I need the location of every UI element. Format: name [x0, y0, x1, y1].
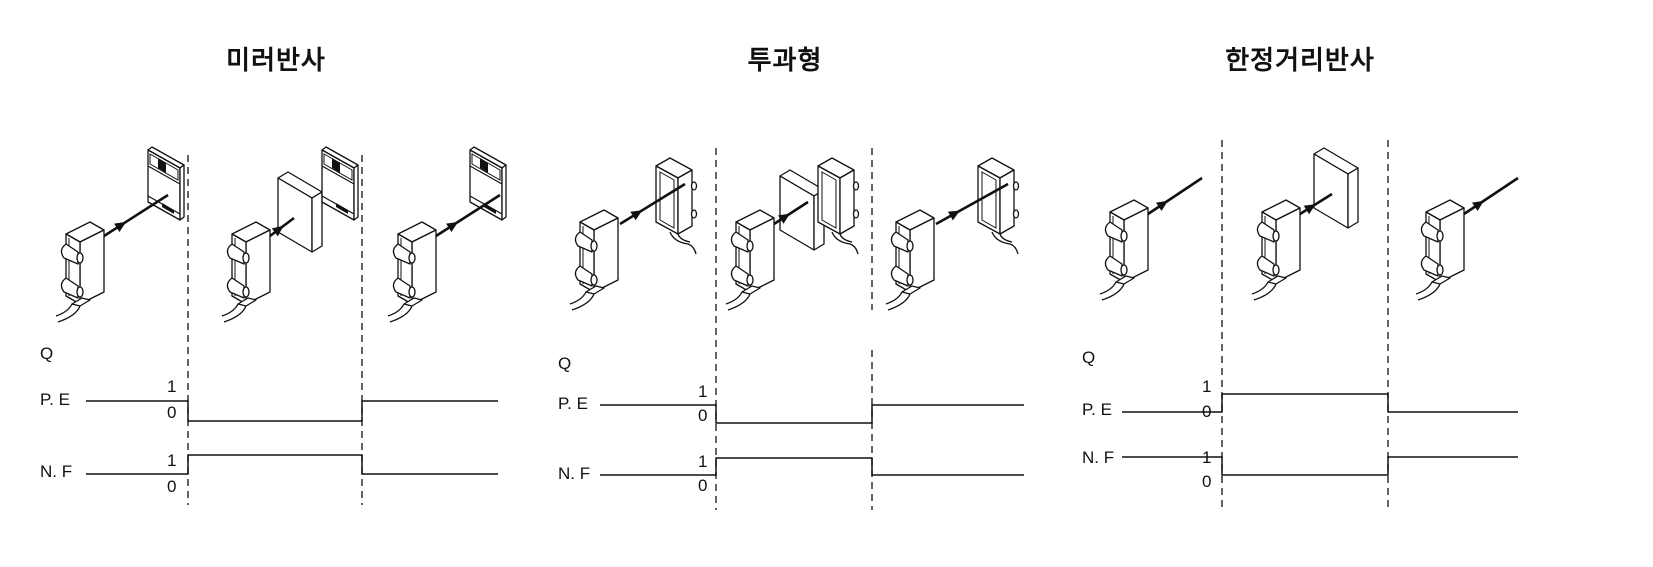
reflector-icon: [321, 146, 359, 221]
level-1-pe: 1: [167, 377, 177, 396]
signal-label-nf: N. F: [40, 462, 73, 481]
level-1-pe: 1: [1202, 377, 1212, 396]
receiver-sensor-icon: [655, 157, 698, 255]
level-0-pe: 0: [1202, 402, 1212, 421]
light-beam: [1299, 192, 1333, 216]
signal-label-pe: P. E: [40, 390, 70, 409]
arrow-head-icon: [778, 213, 791, 224]
level-0-nf: 0: [698, 476, 708, 495]
arrow-head-icon: [630, 210, 643, 221]
q-label: Q: [558, 354, 572, 373]
photo-sensor-icon: [1099, 199, 1149, 301]
panel-title: 투과형: [747, 46, 823, 76]
obstacle-object-icon: [1313, 147, 1359, 229]
photo-sensor-icon: [569, 209, 619, 311]
light-beam: [619, 182, 686, 226]
waveform-nf: [86, 454, 498, 475]
panel-mirror-reflective: 미러반사 Q P. E N. F 1 0 1 0: [0, 0, 540, 567]
photo-sensor-icon: [1251, 199, 1301, 301]
light-beam: [1147, 176, 1203, 216]
waveform-nf: [1122, 456, 1518, 476]
arrow-head-icon: [1156, 200, 1168, 211]
signal-label-pe: P. E: [558, 394, 588, 413]
panel-through-beam: 투과형 Q P. E N. F 1 0 1 0: [540, 0, 1060, 567]
panel-title: 한정거리반사: [1225, 46, 1375, 76]
light-beam: [435, 193, 501, 238]
obstacle-object-icon: [277, 171, 323, 253]
light-beam: [1463, 176, 1519, 216]
level-1-pe: 1: [698, 382, 708, 401]
scene-illustration: [569, 148, 1024, 510]
level-1-nf: 1: [1202, 448, 1212, 467]
level-0-pe: 0: [698, 406, 708, 425]
light-beam: [773, 200, 809, 226]
light-beam: [935, 182, 1009, 226]
receiver-sensor-icon: [817, 157, 860, 255]
panel-limited-distance-reflective: 한정거리반사 Q P. E N. F 1 0 1 0: [1060, 0, 1653, 567]
waveform-nf: [600, 457, 1024, 476]
arrow-head-icon: [271, 225, 284, 237]
level-0-nf: 0: [1202, 472, 1212, 491]
arrow-head-icon: [1472, 200, 1484, 211]
level-1-nf: 1: [698, 452, 708, 471]
light-beam: [103, 193, 169, 238]
waveform-pe: [1122, 393, 1518, 413]
signal-label-pe: P. E: [1082, 400, 1112, 419]
arrow-head-icon: [947, 210, 961, 221]
reflector-icon: [147, 146, 185, 221]
scene-illustration: [55, 146, 507, 505]
reflector-icon: [469, 146, 507, 221]
level-1-nf: 1: [167, 451, 177, 470]
signal-label-nf: N. F: [1082, 448, 1115, 467]
q-label: Q: [40, 344, 54, 363]
waveform-pe: [600, 404, 1024, 424]
q-label: Q: [1082, 348, 1096, 367]
scene-illustration: [1099, 140, 1519, 510]
photo-sensor-icon: [1415, 199, 1465, 301]
arrow-head-icon: [114, 221, 127, 233]
receiver-sensor-icon: [977, 157, 1020, 255]
photo-sensor-icon: [55, 221, 105, 323]
photo-sensor-icon: [387, 221, 437, 323]
waveform-pe: [86, 400, 498, 422]
arrow-head-icon: [446, 221, 459, 233]
arrow-head-icon: [1303, 204, 1316, 215]
photo-sensor-icon: [725, 209, 775, 311]
signal-label-nf: N. F: [558, 464, 591, 483]
level-0-pe: 0: [167, 403, 177, 422]
panel-title: 미러반사: [226, 46, 326, 76]
level-0-nf: 0: [167, 477, 177, 496]
photo-sensor-icon: [885, 209, 935, 311]
photo-sensor-icon: [221, 221, 271, 323]
